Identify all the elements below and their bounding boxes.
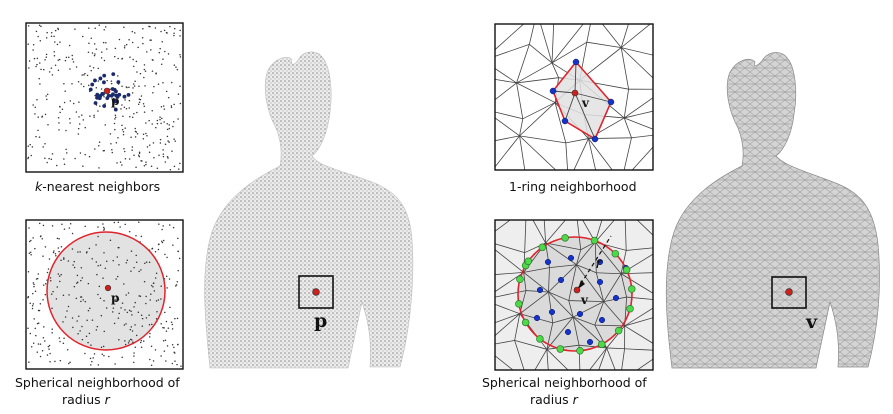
sphere-region bbox=[47, 232, 165, 350]
sphere-boundary bbox=[46, 231, 166, 351]
body-vertex-label: v bbox=[805, 311, 818, 333]
sphere-caption-line2: radius r bbox=[62, 392, 111, 407]
sphere-mesh-inset: r v bbox=[494, 219, 654, 371]
knn-neighbor-points bbox=[88, 72, 131, 112]
point-zoom-box bbox=[298, 275, 334, 309]
mesh-sphere-center-vertex bbox=[573, 286, 581, 294]
knn-background-points bbox=[27, 24, 182, 171]
mesh-sphere-vertex-label: v bbox=[580, 293, 589, 307]
one-ring-vertices bbox=[549, 58, 615, 143]
body-center-point bbox=[312, 288, 320, 296]
mesh-sphere-boundary bbox=[517, 236, 633, 352]
sphere-caption-line1: Spherical neighborhood of bbox=[15, 375, 180, 390]
ring-center-vertex bbox=[571, 89, 579, 97]
body-point-label: p bbox=[314, 310, 327, 332]
one-ring-inset: v bbox=[494, 23, 654, 171]
sphere-point-label: p bbox=[111, 291, 119, 305]
knn-caption: k-nearest neighbors bbox=[35, 179, 160, 194]
knn-center-point bbox=[103, 87, 111, 95]
knn-point-label: p bbox=[111, 94, 119, 108]
body-center-vertex bbox=[785, 288, 793, 296]
mesh-body: v bbox=[665, 52, 880, 369]
sphere-radius-label: r bbox=[596, 256, 603, 272]
radius-arrowhead bbox=[578, 280, 585, 289]
mesh-sphere-caption-line1: Spherical neighborhood of bbox=[482, 375, 647, 390]
ring-caption: 1-ring neighborhood bbox=[509, 179, 637, 194]
point-cloud-body: p bbox=[204, 51, 414, 369]
sphere-center-point bbox=[104, 284, 112, 292]
radius-arrow bbox=[576, 235, 612, 291]
vertex-zoom-box bbox=[771, 276, 807, 309]
sphere-boundary-points bbox=[515, 234, 636, 355]
sphere-background-points bbox=[27, 221, 182, 367]
mesh-sphere-caption-line2: radius r bbox=[530, 392, 579, 407]
ring-vertex-label: v bbox=[581, 96, 590, 110]
knn-inset: p bbox=[25, 22, 184, 173]
sphere-points-inset: p bbox=[25, 219, 184, 370]
one-ring-spokes bbox=[552, 61, 612, 140]
